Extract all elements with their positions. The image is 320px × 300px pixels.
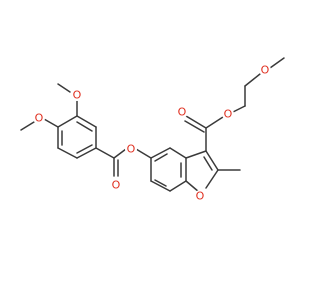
bond — [57, 115, 78, 128]
atom-label: O — [112, 179, 121, 192]
atom-o-methoxy-3: O — [71, 89, 83, 102]
structure-diagram: O O O O O O O — [20, 57, 285, 203]
bond — [43, 118, 59, 128]
bond — [135, 148, 152, 159]
bond — [150, 180, 171, 192]
atom-o-carbonyl-carboxylate: O — [176, 106, 188, 119]
bond — [113, 148, 127, 159]
bond — [244, 73, 261, 87]
atom-label: O — [196, 190, 205, 203]
molecule-svg: O O O O O O O — [20, 57, 285, 203]
bond-layer — [20, 57, 285, 193]
bond — [205, 150, 219, 171]
bond — [232, 105, 246, 113]
bond — [169, 147, 187, 159]
atom-labels: O O O O O O O — [33, 64, 271, 203]
bond-inner — [154, 179, 167, 187]
bond-inner — [203, 156, 213, 171]
bond — [269, 57, 285, 69]
bond — [185, 180, 200, 193]
bond-inner — [76, 121, 93, 132]
bond — [76, 147, 97, 159]
atom-o-methoxy-4: O — [33, 112, 45, 125]
bond-inner — [154, 153, 168, 162]
atom-o-furan: O — [194, 190, 206, 203]
atom-label: O — [178, 106, 187, 119]
atom-o-ester-link: O — [125, 143, 137, 156]
bond — [185, 115, 207, 129]
bond — [205, 116, 224, 129]
bond — [76, 115, 97, 128]
bond — [169, 180, 187, 192]
bond — [20, 121, 35, 131]
bond-inner — [76, 144, 93, 154]
atom-label: O — [224, 108, 233, 121]
bond — [205, 169, 219, 189]
bond — [95, 147, 115, 159]
atom-label: O — [127, 143, 136, 156]
atom-label: O — [261, 64, 270, 77]
bond — [57, 83, 71, 93]
bond — [150, 147, 171, 159]
atom-o-ether-chain: O — [259, 64, 271, 77]
bond-double — [184, 120, 205, 133]
atom-label: O — [73, 89, 82, 102]
atom-o-ester-chain: O — [222, 108, 234, 121]
atom-o-carbonyl-benzoate: O — [110, 179, 122, 192]
bond — [57, 147, 78, 159]
atom-label: O — [35, 112, 44, 125]
bond — [185, 150, 207, 159]
